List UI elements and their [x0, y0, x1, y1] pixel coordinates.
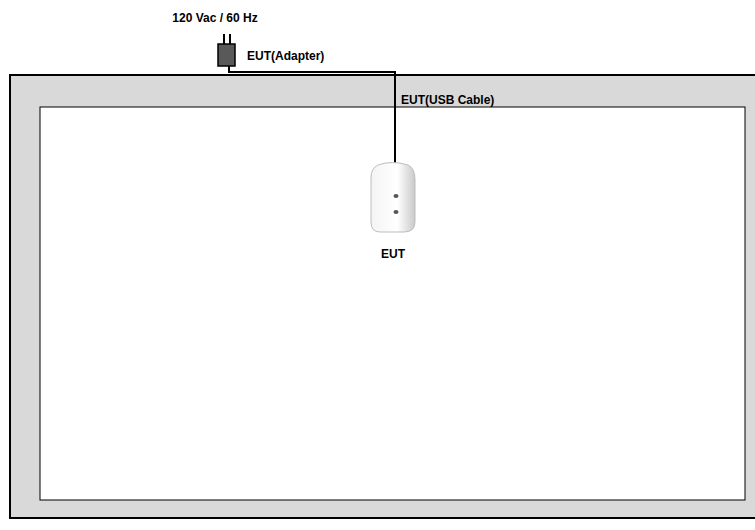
adapter-symbol	[218, 44, 235, 66]
device-dot	[394, 210, 399, 214]
eut-device	[371, 163, 415, 233]
table-top	[40, 107, 745, 500]
test-table	[10, 75, 755, 518]
part-label: EUT(USB Cable)	[401, 93, 494, 107]
part-label: EUT(Adapter)	[247, 49, 324, 63]
part-label: EUT	[381, 247, 405, 261]
device-dot	[394, 194, 399, 198]
usb-cable	[229, 66, 395, 165]
plug-prong	[229, 34, 231, 44]
plug-prong	[223, 34, 225, 44]
supply-label: 120 Vac / 60 Hz	[172, 11, 257, 25]
